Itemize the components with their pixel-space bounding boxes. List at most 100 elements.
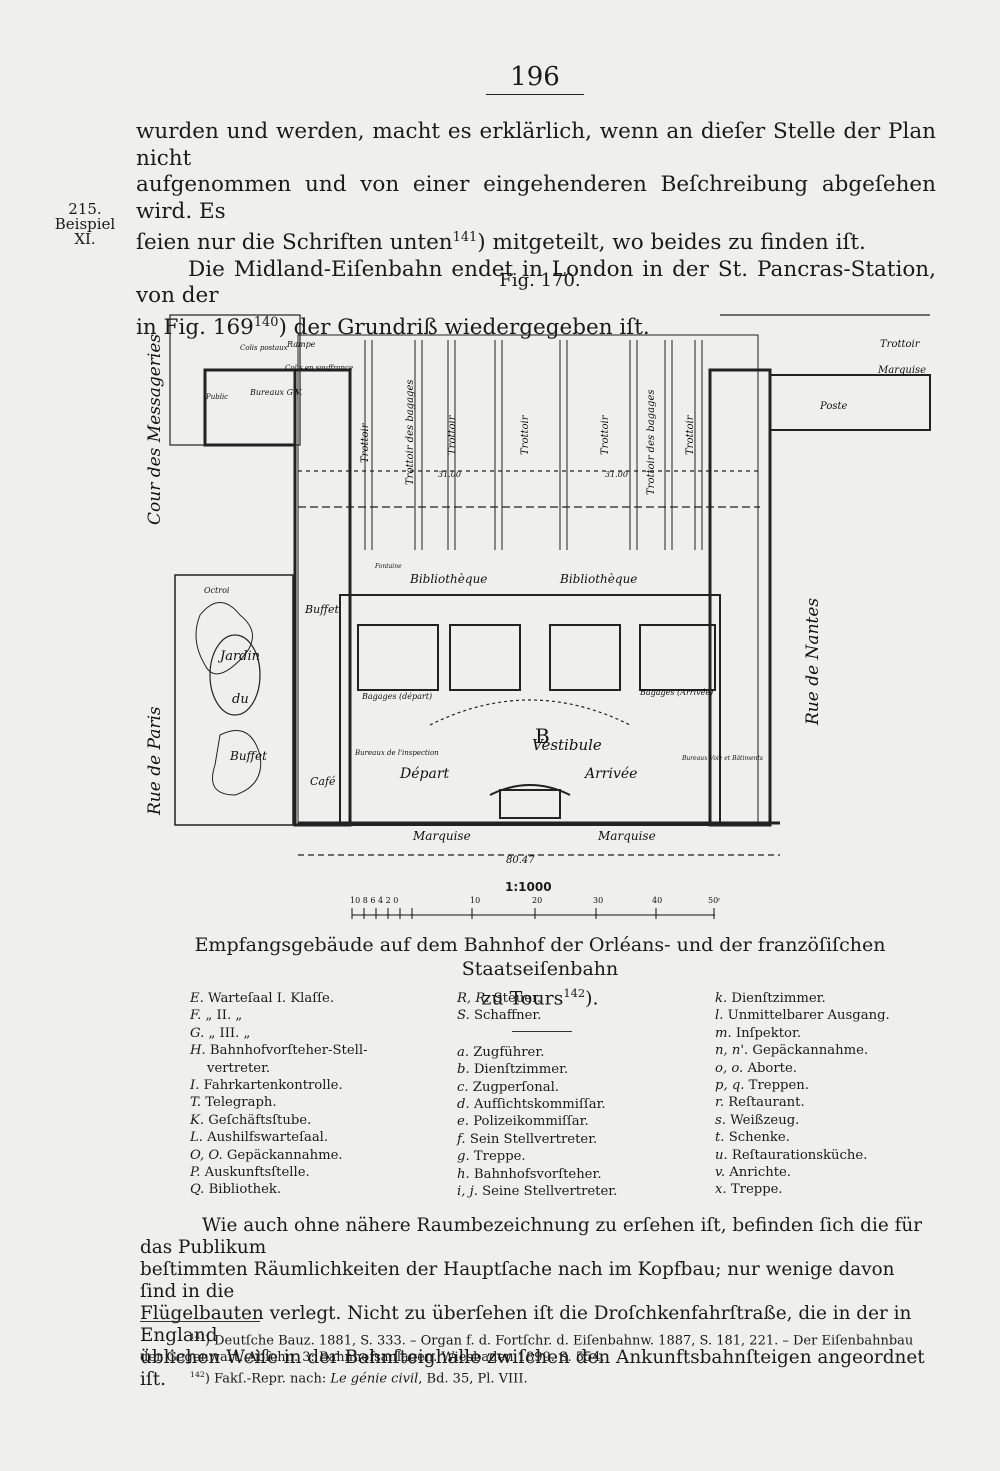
legend-key: K. [190, 1112, 205, 1128]
legend-key: d. [457, 1097, 470, 1113]
plan-label-buffet-garden: Buffet [229, 749, 267, 763]
plan-tracks [364, 340, 703, 550]
legend-key: Q. [190, 1182, 205, 1198]
plan-label-jardin: Jardin [217, 649, 260, 664]
legend-key: F. [190, 1008, 202, 1024]
legend-key: b. [457, 1062, 470, 1078]
legend-item: h. Bahnhofsvorſteher. [457, 1166, 687, 1183]
legend-separator [512, 1030, 572, 1032]
legend-key: I. [190, 1078, 200, 1094]
scale-tick-label: 40 [652, 896, 662, 905]
plan-label-public: Public [205, 393, 228, 401]
legend-key: s. [715, 1112, 726, 1128]
legend-text: Aufſichtskommiſſar. [473, 1097, 606, 1113]
legend-key: R, R. [457, 991, 490, 1006]
plan-label-fontaine: Fontaine [374, 563, 402, 570]
legend-text: „ II. „ [205, 1008, 243, 1024]
legend-key: t. [715, 1130, 725, 1146]
legend-text: Unmittelbarer Ausgang. [727, 1008, 890, 1024]
plan-label-bureaux-voie: Bureaux Voie et Bâtiments [681, 755, 763, 762]
legend-item: l. Unmittelbarer Ausgang. [715, 1007, 935, 1024]
margin-note-number: 215. [68, 200, 102, 218]
legend-column-1: E. Warteſaal I. Klaſſe.F. „ II. „G. „ II… [190, 990, 420, 1199]
plan-wall [169, 314, 301, 446]
plan-label-bureaux-gv: Bureaux G.V. [249, 388, 302, 397]
plan-label-b: B [535, 724, 550, 748]
legend-key: o, o. [715, 1060, 744, 1076]
legend-key: u. [715, 1147, 728, 1163]
legend-key: i, j. [457, 1184, 478, 1200]
plan-garden-path [195, 602, 253, 675]
legend-key: a. [457, 1044, 470, 1060]
legend-key: k. [715, 991, 728, 1006]
plan-garden [174, 574, 294, 826]
legend-item: H. Bahnhofvorſteher-Stell- [190, 1042, 420, 1059]
footnote-141-cont: der Gegenwart. Abſchn. 3: Bahnhofsanlage… [140, 1350, 605, 1366]
plan-label-buffet: Buffet [304, 603, 339, 616]
plan-label-octroi: Octroi [204, 586, 230, 595]
plan-garden-path [212, 730, 262, 796]
legend-item: F. „ II. „ [190, 1007, 420, 1024]
plan-label-du: du [232, 692, 249, 707]
body-line: beſtimmten Räumlichkeiten der Hauptſache… [140, 1259, 895, 1302]
legend-item: I. Fahrkartenkontrolle. [190, 1077, 420, 1094]
legend-item: m. Inſpektor. [715, 1025, 935, 1042]
legend-key: P. [190, 1165, 201, 1181]
intro-paragraph: wurden und werden, macht es erklärlich, … [136, 119, 936, 341]
scale-tick-label: 30 [593, 896, 603, 905]
footnote-rule [140, 1321, 260, 1322]
plan-label-bureaux-inspection: Bureaux de l'inspection [354, 749, 439, 757]
legend-text: Auskunftsſtelle. [204, 1165, 310, 1181]
margin-note-label: Beispiel [54, 215, 116, 233]
plan-right-wing [708, 368, 772, 827]
body-line: üblichen Weiſe in der Bahnſteighalle zwi… [140, 1347, 925, 1390]
legend-item: s. Weißzeug. [715, 1112, 935, 1129]
legend-item: R, R. Steuer. [457, 990, 687, 1007]
plan-label-colis-souffrance: Colis en souffrance [285, 364, 353, 372]
legend-item: S. Schaffner. [457, 1007, 687, 1024]
legend-text: Steuer. [493, 991, 542, 1006]
legend-text: Gepäckannahme. [752, 1043, 869, 1059]
body-line: Wie auch ohne nähere Raumbezeichnung zu … [140, 1215, 923, 1258]
plan-label-trottoir-bagages: Trottoir des bagages [646, 390, 657, 496]
legend-key: S. [457, 1008, 470, 1024]
legend-text: Reſtaurationsküche. [731, 1147, 868, 1163]
legend-text: Reſtaurant. [728, 1095, 805, 1111]
legend-text: Warteſaal I. Klaſſe. [208, 991, 335, 1006]
legend-item: k. Dienſtzimmer. [715, 990, 935, 1007]
legend-text: Treppe. [730, 1182, 783, 1198]
legend-text: Polizeikommiſſar. [473, 1114, 589, 1130]
legend-text: Sein Stellvertreter. [469, 1131, 598, 1147]
legend-key: f. [457, 1131, 466, 1147]
plan-labels: Vestibule Départ Arrivée B Bibliothèque … [145, 334, 926, 866]
plan-label-bibliotheque: Bibliothèque [559, 572, 637, 586]
plan-label-trottoir: Trottoir [447, 414, 458, 455]
legend-text: Bahnhofvorſteher-Stell- [209, 1043, 368, 1059]
scale-tick-label: 20 [532, 896, 542, 905]
legend-item: u. Reſtaurationsküche. [715, 1147, 935, 1164]
intro-line: Die Midland-Eiſenbahn endet in London in… [136, 256, 936, 309]
body-line: Flügelbauten verlegt. Nicht zu überſehen… [140, 1303, 912, 1346]
intro-line: aufgenommen und von einer eingehenderen … [136, 172, 936, 224]
plan-garden-bed [209, 634, 261, 716]
legend-text: Weißzeug. [730, 1112, 800, 1128]
scale-tick-label: 10 8 6 4 2 0 [350, 896, 398, 905]
legend-text: Schaffner. [473, 1008, 542, 1024]
margin-note-roman: XI. [74, 230, 96, 248]
page-number: 196 [486, 62, 584, 95]
legend-text: Bibliothek. [208, 1182, 282, 1198]
scale-tick-label: 10 [470, 896, 480, 905]
legend-item: T. Telegraph. [190, 1094, 420, 1111]
plan-messageries [203, 368, 297, 447]
legend-item: c. Zugperſonal. [457, 1079, 687, 1096]
floor-plan: Vestibule Départ Arrivée B Bibliothèque … [145, 314, 931, 866]
legend-text: Bahnhofsvorſteher. [473, 1166, 602, 1182]
legend-text: Seine Stellvertreter. [482, 1184, 618, 1200]
footnote-142: 142) Fakſ.-Repr. nach: Le génie civil, B… [190, 1370, 528, 1387]
caption-line: zu Tours142). [481, 986, 599, 1010]
legend-item: x. Treppe. [715, 1181, 935, 1198]
intro-line: wurden und werden, macht es erklärlich, … [136, 119, 936, 171]
legend-column-2: R, R. Steuer.S. Schaffner. a. Zugführer.… [457, 990, 687, 1200]
legend-key: l. [715, 1008, 724, 1024]
plan-label-rue-de-nantes: Rue de Nantes [803, 598, 823, 726]
